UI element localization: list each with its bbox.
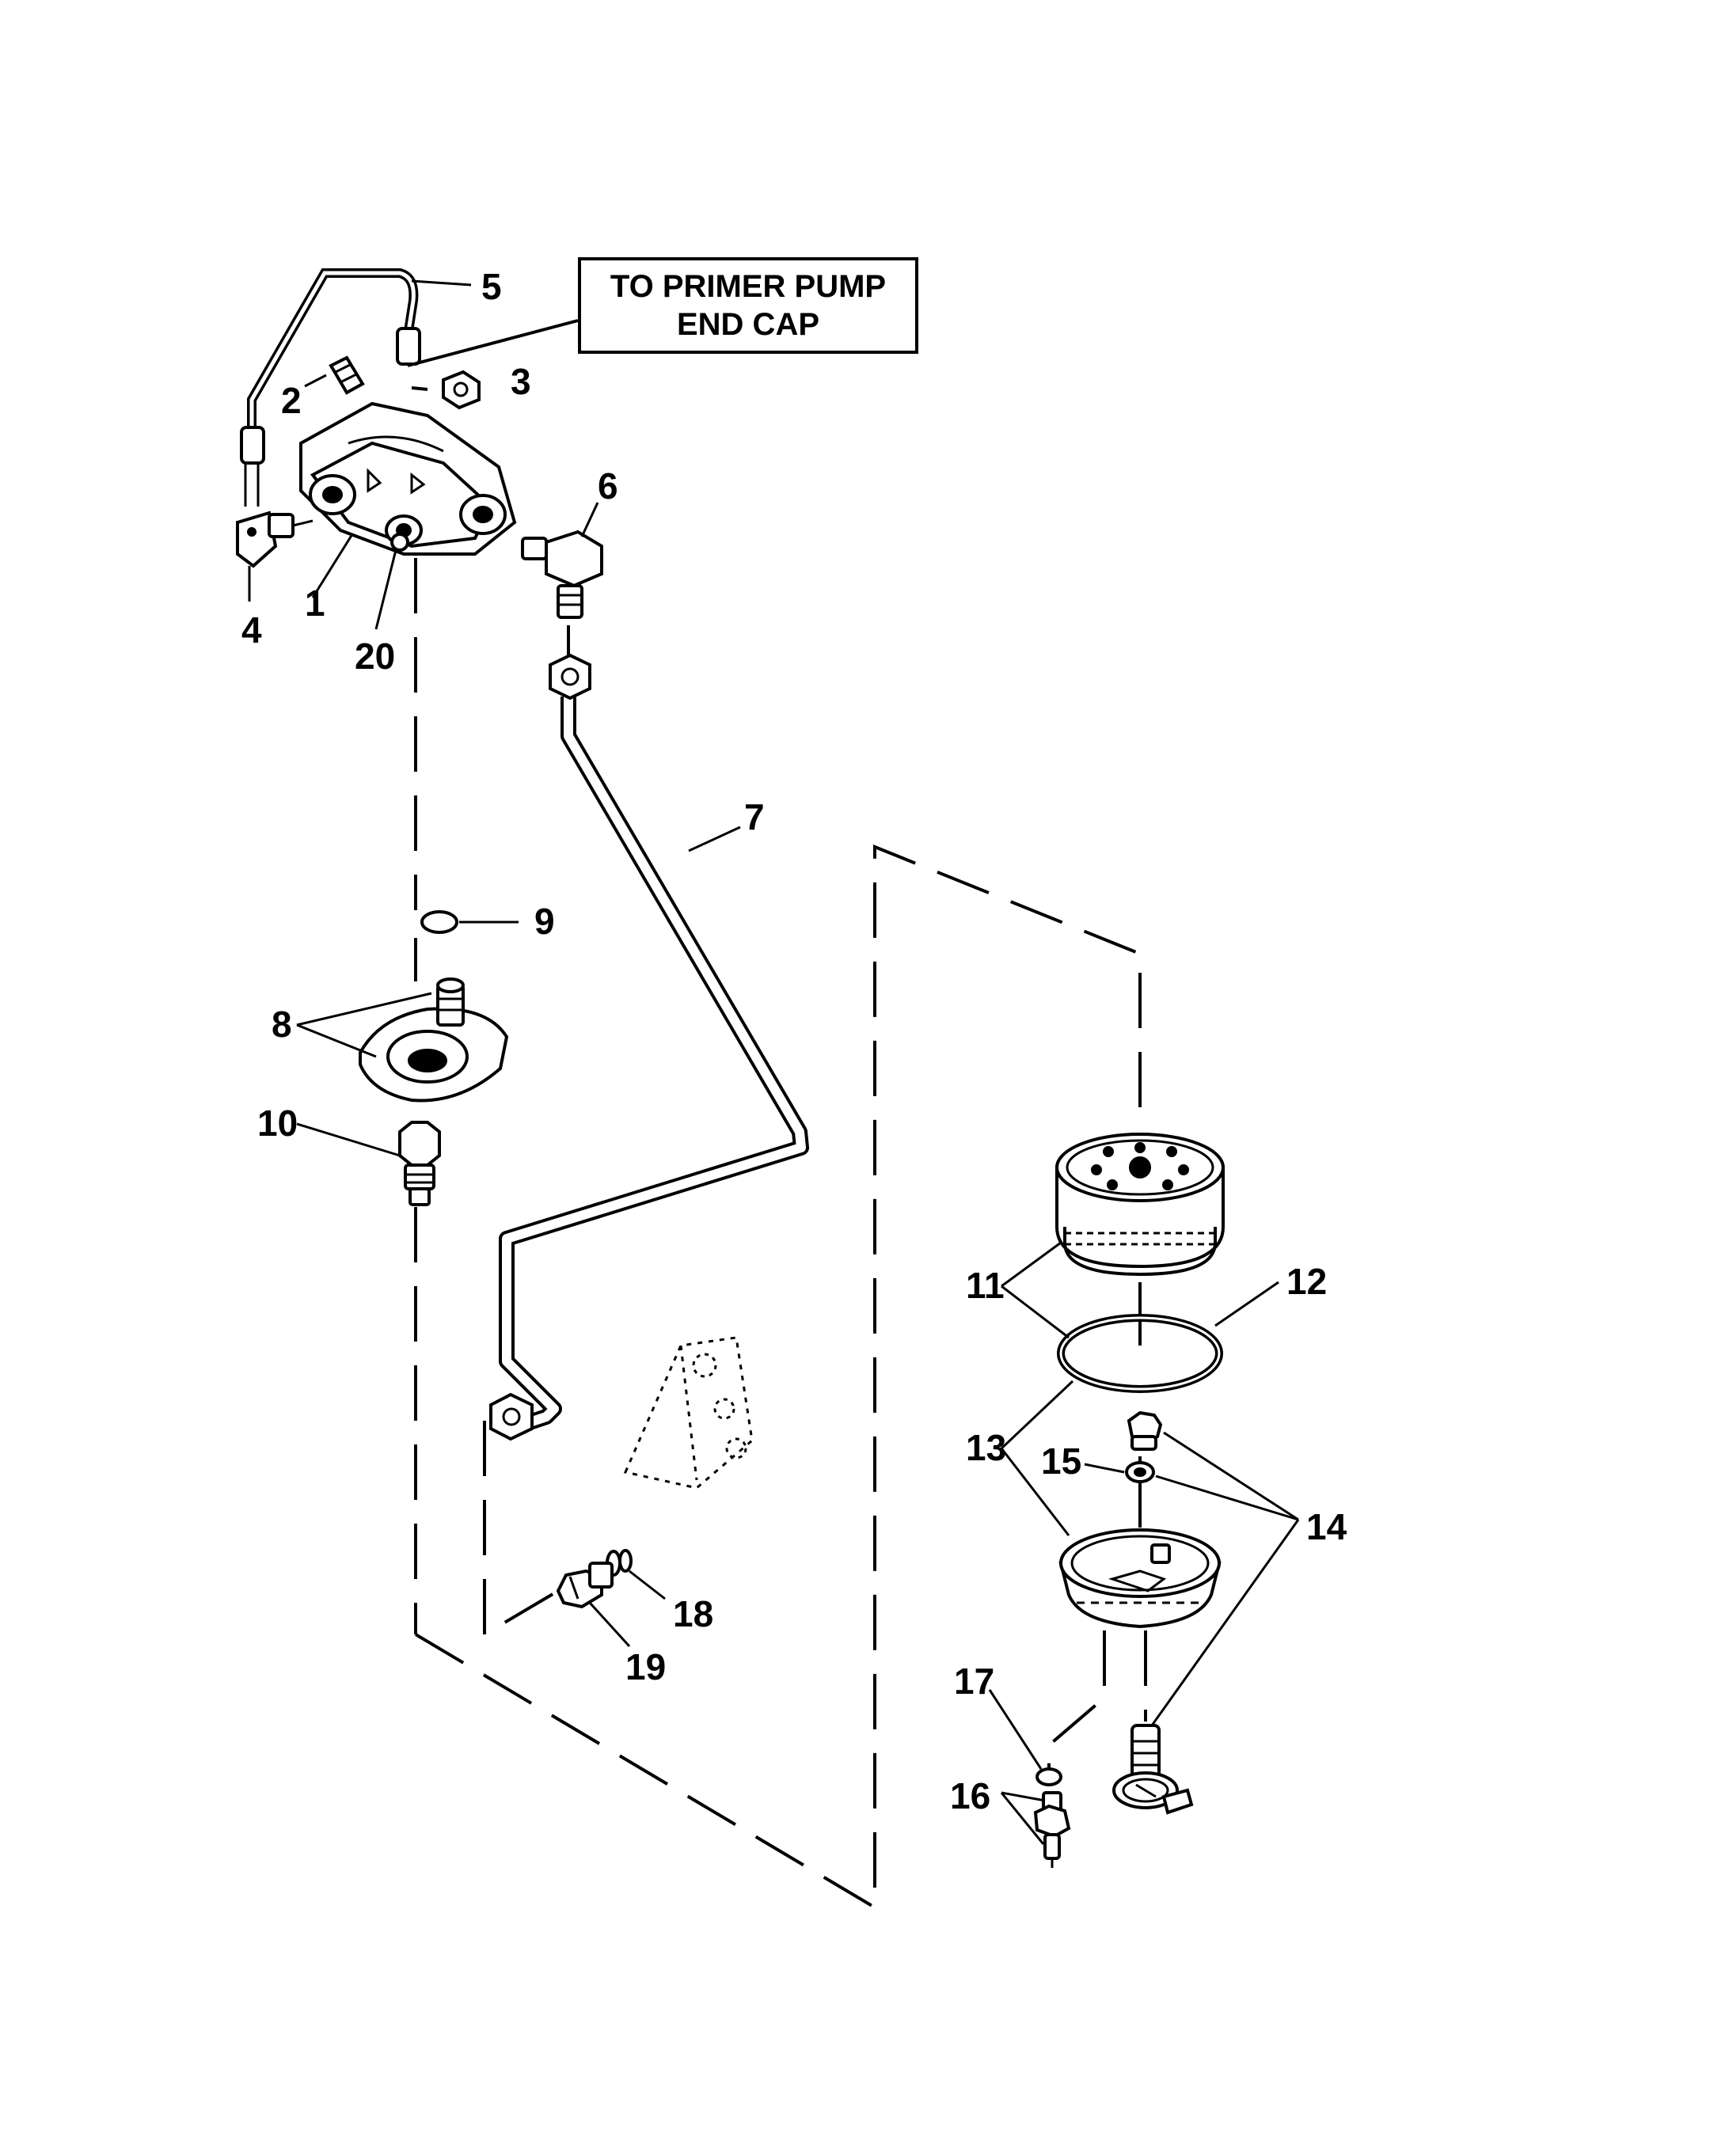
part-17-o-ring	[1036, 1767, 1062, 1786]
part-20-plug	[390, 533, 409, 552]
assembly-lines	[414, 558, 1147, 1911]
part-8-adapter	[359, 977, 509, 1103]
part-6-elbow	[521, 530, 603, 619]
part-7-fuel-line	[489, 625, 809, 1441]
part-14-drain-plug	[1127, 1410, 1163, 1451]
label-part-10: 10	[257, 1103, 298, 1144]
part-14-drain-valve	[1112, 1724, 1194, 1815]
callout-line-2: END CAP	[676, 307, 820, 342]
label-part-12: 12	[1286, 1261, 1327, 1302]
label-part-14: 14	[1306, 1506, 1347, 1547]
label-part-13: 13	[966, 1427, 1006, 1468]
part-10-connector	[398, 1121, 441, 1206]
label-part-19: 19	[625, 1646, 666, 1687]
part-16-sensor	[1033, 1791, 1071, 1868]
callout-line-1: TO PRIMER PUMP	[610, 269, 887, 304]
label-part-17: 17	[954, 1661, 994, 1702]
part-19-fitting	[556, 1562, 614, 1609]
label-part-6: 6	[598, 465, 618, 507]
part-3-nut	[411, 370, 481, 410]
label-part-16: 16	[950, 1775, 990, 1816]
part-13-bowl	[1058, 1528, 1222, 1629]
part-12-seal-ring	[1057, 1314, 1223, 1393]
part-5-primer-line	[240, 268, 421, 507]
leader-lines	[248, 279, 1300, 1845]
label-part-18: 18	[673, 1593, 713, 1634]
primer-pump-callout-leader	[407, 319, 579, 367]
part-9-o-ring	[420, 910, 458, 934]
label-part-11: 11	[966, 1265, 1005, 1306]
part-4-elbow	[236, 511, 314, 568]
part-15-washer	[1125, 1461, 1155, 1483]
part-labels: 5 2 3 6 1 4 20 7 9 8 10 11 12 13 15 14 1…	[241, 266, 1347, 1816]
label-part-4: 4	[241, 609, 262, 651]
part-11-filter-element	[1055, 1133, 1225, 1346]
label-part-1: 1	[305, 583, 325, 624]
ghost-fitting-outline	[623, 1336, 754, 1490]
label-part-5: 5	[481, 266, 502, 307]
label-part-3: 3	[511, 361, 531, 402]
label-part-9: 9	[534, 901, 555, 942]
part-2-stud	[329, 355, 365, 395]
label-part-7: 7	[744, 796, 765, 837]
primer-pump-callout: TO PRIMER PUMP END CAP	[578, 257, 918, 354]
label-part-20: 20	[355, 636, 395, 677]
label-part-15: 15	[1041, 1440, 1081, 1482]
part-1-filter-head	[299, 401, 517, 556]
label-part-8: 8	[272, 1004, 292, 1045]
label-part-2: 2	[281, 380, 302, 421]
